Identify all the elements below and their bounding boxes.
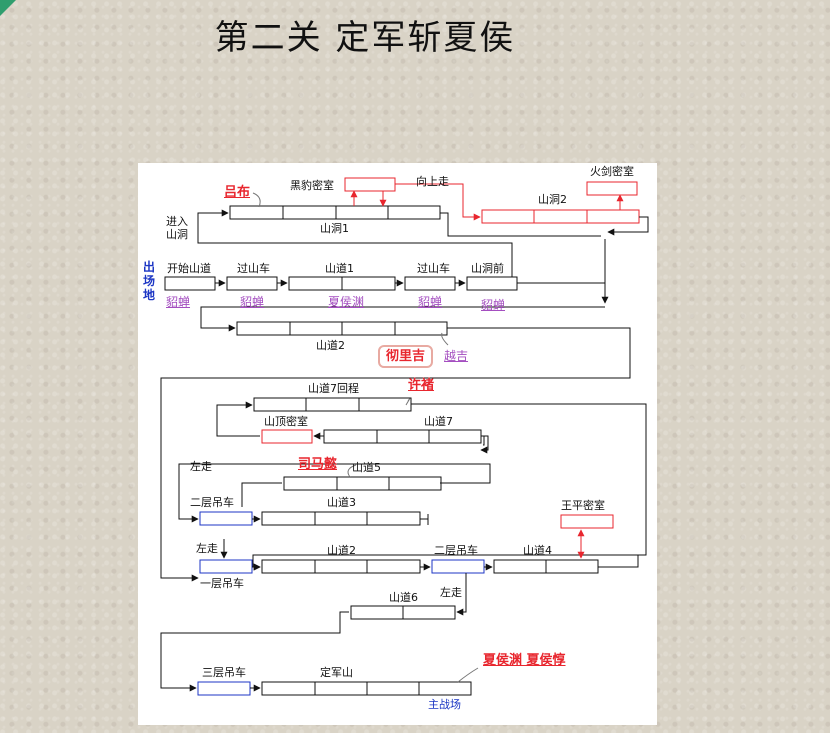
final-bosses: 夏侯渊 夏侯惇 [483,653,566,668]
road2-mid-track [261,559,421,574]
road5-label: 山道5 [352,461,381,474]
car2-box [404,276,456,291]
start-area-label: 出场地 [143,260,156,302]
enemy-xiahouyuan: 夏侯渊 [328,295,365,309]
car1-label: 过山车 [237,262,270,275]
boss-cheliji: 彻里吉 [378,345,434,368]
car1-box [226,276,278,291]
cable2a-label: 二层吊车 [190,496,234,509]
heibao-room-label: 黑豹密室 [290,179,334,192]
cable1-box [199,559,253,574]
road7-back-track [253,397,412,412]
road4-label: 山道4 [523,544,552,557]
wangping-room-label: 王平密室 [561,499,605,512]
cable3-label: 三层吊车 [202,666,246,679]
wangping-room-box [560,514,614,529]
road5-track [283,476,442,491]
huojian-room-box [586,181,638,196]
enemy-yueji: 越吉 [444,349,469,363]
road7-back-label: 山道7回程 [308,382,359,395]
corner-decoration [0,0,16,16]
slide-title: 第二关 定军斩夏侯 [214,18,516,58]
road2-top-label: 山道2 [316,339,345,352]
road2-mid-label: 山道2 [327,544,356,557]
heibao-room-box [344,177,396,192]
boss-simayi: 司马懿 [298,457,338,472]
start-road-box [164,276,216,291]
enemy-diaochan-3: 貂蝉 [418,295,443,309]
enemy-diaochan-4: 貂蝉 [481,298,506,312]
cable2a-box [199,511,253,526]
road7-label: 山道7 [424,415,453,428]
start-road-label: 开始山道 [167,262,211,275]
road3-track [261,511,421,526]
cable2b-label: 二层吊车 [434,544,478,557]
cave2-track [481,209,640,224]
summit-room-box [261,429,313,444]
car2-label: 过山车 [417,262,450,275]
cave1-label: 山洞1 [320,222,349,235]
enter-cave-label: 进入 山洞 [166,215,188,241]
map-lines [160,177,649,696]
cave2-label: 山洞2 [538,193,567,206]
road3-label: 山道3 [327,496,356,509]
dingjun-label: 定军山 [320,666,353,679]
cable2b-box [431,559,485,574]
boss-xuchu: 许褚 [408,378,435,393]
up-walk-label: 向上走 [416,175,449,188]
huojian-room-label: 火剑密室 [590,165,634,178]
road6-label: 山道6 [389,591,418,604]
cave-front-label: 山洞前 [471,262,504,275]
cable1-label: 一层吊车 [200,577,244,590]
road7-track [323,429,482,444]
enemy-diaochan-1: 貂蝉 [166,295,191,309]
cave1-track [229,205,441,220]
left-walk-1: 左走 [190,460,212,473]
cave-front-box [466,276,518,291]
boss-lvbu: 吕布 [224,185,251,200]
road1-label: 山道1 [325,262,354,275]
enemy-diaochan-2: 貂蝉 [240,295,265,309]
level-map-diagram: 出场地 吕布 黑豹密室 向上走 火剑密室 进入 山洞 山洞1 山洞2 开始山道 … [138,163,657,725]
left-walk-3: 左走 [440,586,462,599]
cable3-box [197,681,251,696]
battlefield-label: 主战场 [428,698,461,711]
left-walk-2: 左走 [196,542,218,555]
summit-room-label: 山顶密室 [264,415,308,428]
